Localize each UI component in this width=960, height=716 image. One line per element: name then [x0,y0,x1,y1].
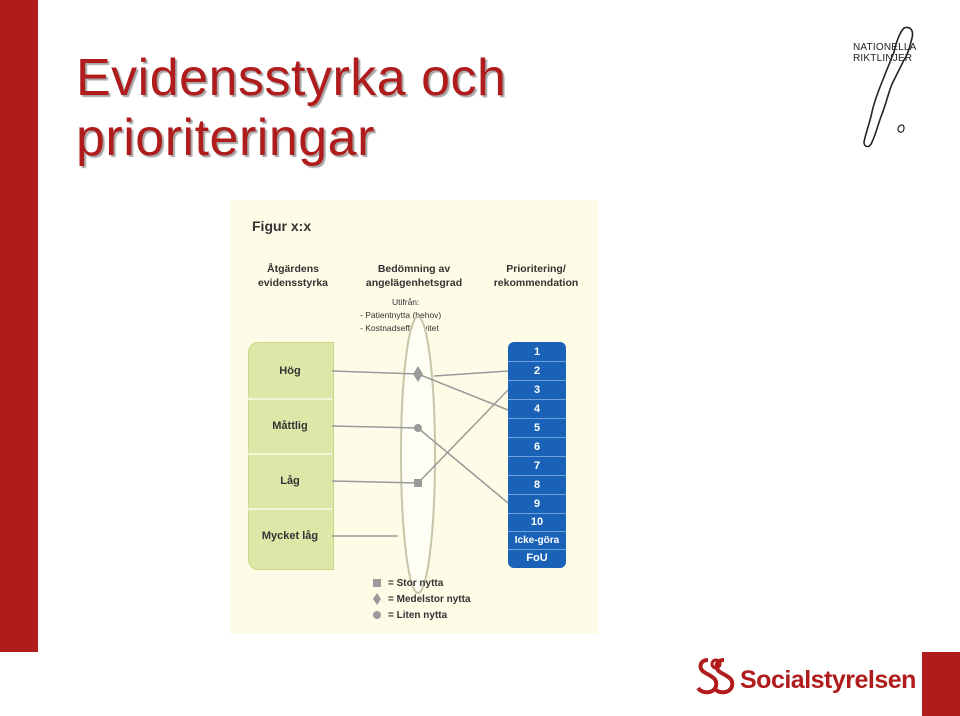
column-header-priority-line1: Prioritering/ [506,263,566,275]
priority-item-9: 9 [533,498,541,510]
priority-item-1: 1 [533,346,541,358]
priority-item-6: 6 [533,441,541,453]
prioritization-figure: Figur x:x Åtgärdens evidensstyrka Bedömn… [230,200,598,634]
mapping-line [417,389,509,484]
priority-panel [508,342,566,568]
evidence-panel [248,342,334,570]
priority-item-2: 2 [533,365,541,377]
mapping-diagram [331,316,509,594]
priority-item-7: 7 [533,460,541,472]
column-header-evidence-line2: evidensstyrka [257,277,329,289]
diamond-marker [413,366,423,382]
priority-divider [508,380,566,381]
column-header-priority: Prioritering/ rekommendation [480,262,592,290]
column-header-evidence-line1: Åtgärdens [267,263,319,275]
legend-label-large: = Stor nytta [388,577,444,589]
evidence-divider [248,453,332,455]
priority-divider [508,399,566,400]
figure-title: Figur x:x [252,218,312,234]
diamond-icon [370,592,384,606]
socialstyrelsen-emblem-icon [696,658,735,695]
priority-item-10: 10 [530,516,544,528]
priority-divider [508,418,566,419]
priority-divider [508,475,566,476]
evidence-divider [248,508,332,510]
legend-row-medium: = Medelstor nytta [370,592,471,606]
square-marker [414,479,422,487]
bottom-right-accent-box [922,652,960,716]
evidence-level-very-low: Mycket låg [261,530,319,542]
evidence-level-high: Hög [279,365,301,377]
assessment-basis: Utifrån: - Patientnytta (behov) - Kostna… [360,296,441,335]
assessment-basis-item2: - Kostnadseffektivitet [360,323,439,333]
sweden-map-outline-icon [863,26,914,148]
priority-item-5: 5 [533,422,541,434]
legend-label-small: = Liten nytta [388,609,448,621]
mapping-line [433,370,509,377]
slide-title: Evidensstyrka och prioriteringar [76,48,506,168]
column-header-assessment: Bedömning av angelägenhetsgrad [348,262,480,290]
priority-divider [508,361,566,362]
priority-divider [508,437,566,438]
priority-item-do-not-do: Icke-göra [514,534,560,546]
priority-divider [508,549,566,550]
circle-marker [414,424,422,432]
column-header-assessment-line1: Bedömning av [377,263,451,275]
column-header-priority-line2: rekommendation [493,277,579,289]
evidence-divider [248,398,332,400]
circle-icon [370,608,384,622]
assessment-basis-title: Utifrån: [392,297,420,307]
logo-text-line1: NATIONELLA [853,42,917,53]
assessment-ellipse [400,316,436,594]
mapping-line [417,427,509,504]
priority-item-8: 8 [533,479,541,491]
logo-text-line2: RIKTLINJER [853,53,913,64]
priority-divider [508,494,566,495]
square-icon [370,576,384,590]
legend-row-large: = Stor nytta [370,576,443,590]
mapping-line [331,480,419,484]
legend-label-medium: = Medelstor nytta [388,593,471,605]
priority-divider [508,531,566,532]
nationella-riktlinjer-logo-text: NATIONELLA RIKTLINJER [853,42,917,64]
evidence-level-moderate: Måttlig [272,420,308,432]
slide-title-line1: Evidensstyrka och [76,49,507,107]
legend-row-small: = Liten nytta [370,608,447,622]
assessment-basis-item1: - Patientnytta (behov) [360,310,442,320]
column-header-assessment-line2: angelägenhetsgrad [365,277,463,289]
left-accent-bar [0,0,38,652]
priority-item-3: 3 [533,384,541,396]
priority-item-4: 4 [533,403,541,415]
column-header-evidence: Åtgärdens evidensstyrka [248,262,338,290]
mapping-line [417,373,509,411]
priority-item-research: FoU [526,552,548,564]
priority-divider [508,456,566,457]
priority-divider [508,513,566,514]
slide-title-line2: prioriteringar [76,109,375,167]
mapping-line [331,370,419,375]
mapping-line [331,425,419,429]
socialstyrelsen-logo-text: Socialstyrelsen [740,666,916,694]
evidence-level-low: Låg [280,475,300,487]
